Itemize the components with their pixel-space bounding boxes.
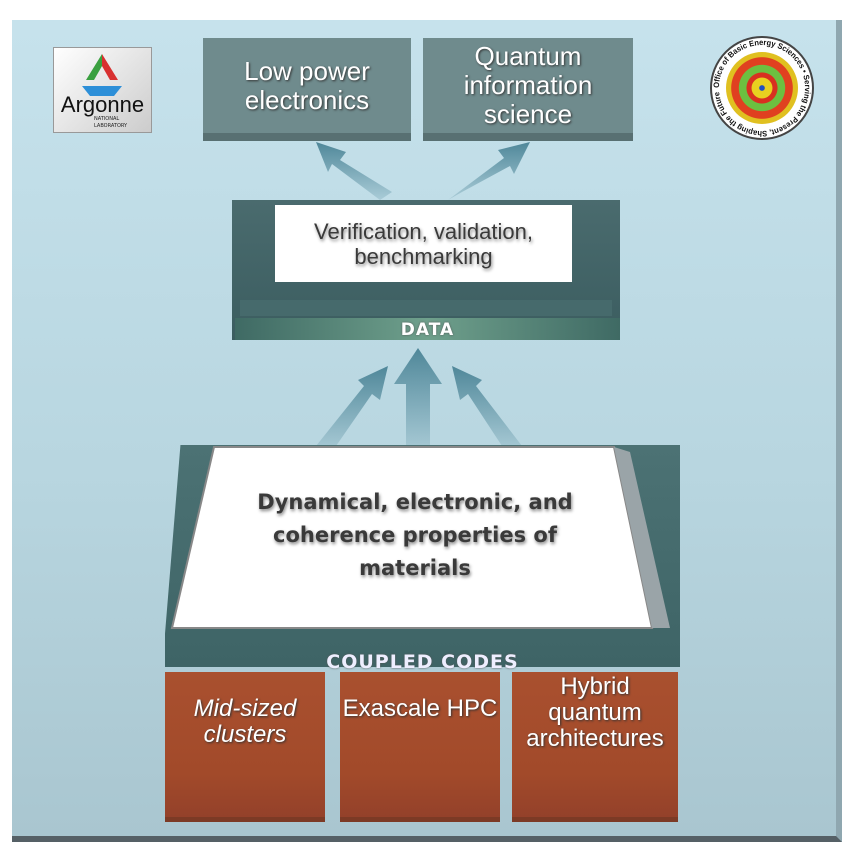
coupled-codes-strip: COUPLED CODES <box>326 651 519 673</box>
argonne-sub2: LABORATORY <box>94 123 128 129</box>
materials-box: Dynamical, electronic, and coherence pro… <box>257 489 573 580</box>
compute-hybrid-quantum-architectures: Hybrid quantum architectures <box>512 672 678 822</box>
seal-ring-text: Office of Basic Energy Sciences • Servin… <box>712 38 812 138</box>
arrow-up-left-icon <box>316 366 388 446</box>
arrow-up-right-icon <box>448 142 530 200</box>
arrow-up-right-icon <box>452 366 522 446</box>
bes-seal-logo: Office of Basic Energy Sciences • Servin… <box>710 36 814 140</box>
arrow-up-left-icon <box>316 142 392 200</box>
compute-mid-sized-clusters: Mid-sized clusters <box>165 672 325 822</box>
verification-box: Verification, validation, benchmarking <box>275 205 572 282</box>
arrow-up-icon <box>394 348 442 446</box>
data-strip: DATA <box>235 318 620 340</box>
argonne-logo: Argonne NATIONAL LABORATORY <box>53 47 152 133</box>
argonne-sub1: NATIONAL <box>94 116 120 122</box>
compute-exascale-hpc: Exascale HPC <box>340 672 500 822</box>
argonne-name: Argonne <box>60 92 145 117</box>
argonne-triangle-icon <box>82 54 122 96</box>
output-low-power-electronics: Low power electronics <box>203 38 411 141</box>
output-quantum-information-science: Quantum information science <box>423 38 633 141</box>
